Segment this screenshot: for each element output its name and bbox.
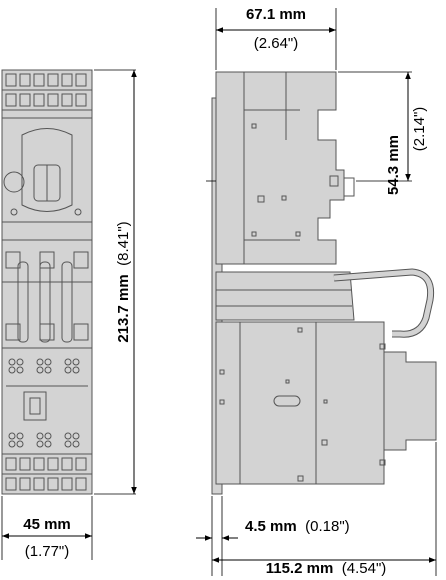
dimension-lines — [1, 8, 437, 576]
dimension-front-width: 45 mm (1.77") — [23, 516, 71, 560]
dimension-top-width: 67.1 mm (2.64") — [246, 6, 306, 52]
svg-text:4.5 mm (0.18"): 4.5 mm (0.18") — [245, 518, 350, 535]
bottom-terminals — [1, 453, 93, 495]
connector-links — [2, 251, 92, 349]
dimension-total-depth: 115.2 mm (4.54") — [266, 560, 387, 577]
total-height-imperial: (8.41") — [115, 221, 132, 266]
contactor — [6, 358, 88, 448]
dimension-offset: 4.5 mm (0.18") — [245, 518, 350, 535]
dimension-total-height: 213.7 mm (8.41") — [115, 221, 132, 342]
right-height-value: 54.3 mm — [385, 135, 402, 195]
total-depth-imperial: (4.54") — [342, 560, 387, 577]
total-depth-value: 115.2 mm — [266, 560, 334, 577]
top-terminals — [1, 69, 93, 111]
rotary-switch — [2, 117, 92, 241]
svg-text:213.7 mm (8.41"): 213.7 mm (8.41") — [115, 221, 132, 342]
side-view — [211, 71, 437, 495]
svg-text:115.2 mm (4.54"): 115.2 mm (4.54") — [266, 560, 387, 577]
top-width-imperial: (2.64") — [254, 35, 299, 52]
front-width-imperial: (1.77") — [25, 543, 70, 560]
right-height-imperial: (2.14") — [411, 107, 428, 152]
dimension-right-height: 54.3 mm (2.14") — [385, 107, 428, 195]
offset-imperial: (0.18") — [305, 518, 350, 535]
front-view — [1, 69, 93, 495]
front-width-value: 45 mm — [23, 516, 71, 533]
top-width-value: 67.1 mm — [246, 6, 306, 23]
offset-value: 4.5 mm — [245, 518, 297, 535]
total-height-value: 213.7 mm — [115, 274, 132, 342]
